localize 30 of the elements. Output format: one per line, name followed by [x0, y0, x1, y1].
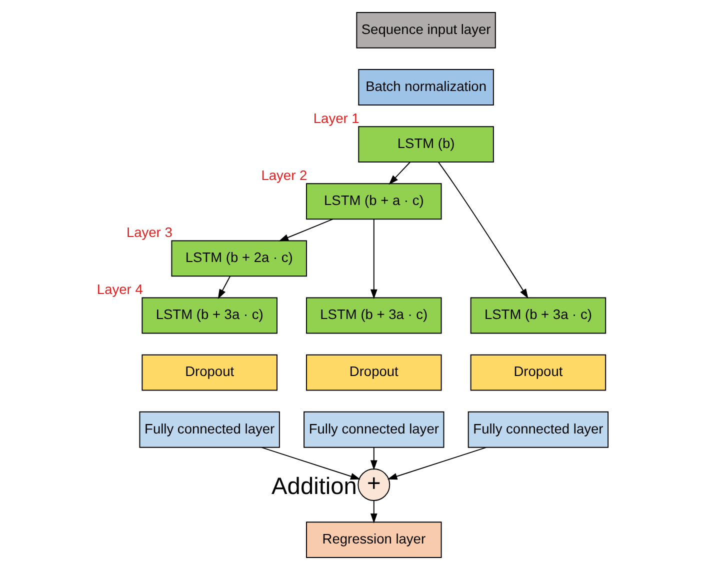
- node-box: LSTM (b + 3a · c): [141, 297, 277, 334]
- node-box: LSTM (b + a · c): [306, 183, 442, 220]
- node-box: Dropout: [141, 354, 277, 391]
- node-circle: +: [357, 468, 390, 501]
- node-box: LSTM (b + 2a · c): [170, 240, 306, 277]
- node-label: Layer 3: [126, 224, 172, 240]
- node-box: Batch normalization: [358, 69, 494, 106]
- arrow: [388, 162, 410, 185]
- arrow: [278, 218, 333, 242]
- node-box: Fully connected layer: [303, 411, 444, 448]
- node-box: Fully connected layer: [467, 411, 608, 448]
- arrow: [370, 500, 377, 524]
- arrow: [217, 276, 230, 300]
- node-label: Layer 4: [96, 282, 142, 298]
- arrow: [438, 162, 528, 299]
- node-box: Dropout: [470, 354, 606, 391]
- node-box: LSTM (b + 3a · c): [470, 297, 606, 334]
- node-label: Addition: [271, 474, 356, 500]
- arrow: [260, 446, 360, 480]
- node-box: LSTM (b + 3a · c): [306, 297, 442, 334]
- arrow: [370, 446, 377, 470]
- node-box: LSTM (b): [358, 126, 494, 162]
- arrow: [370, 218, 377, 300]
- arrow: [386, 446, 486, 480]
- node-label: Layer 2: [260, 168, 307, 183]
- node-label: Layer 1: [312, 110, 359, 126]
- node-box: Fully connected layer: [138, 411, 280, 448]
- node-box: Sequence input layer: [356, 12, 496, 48]
- node-box: Regression layer: [306, 522, 442, 558]
- node-box: Dropout: [306, 354, 442, 391]
